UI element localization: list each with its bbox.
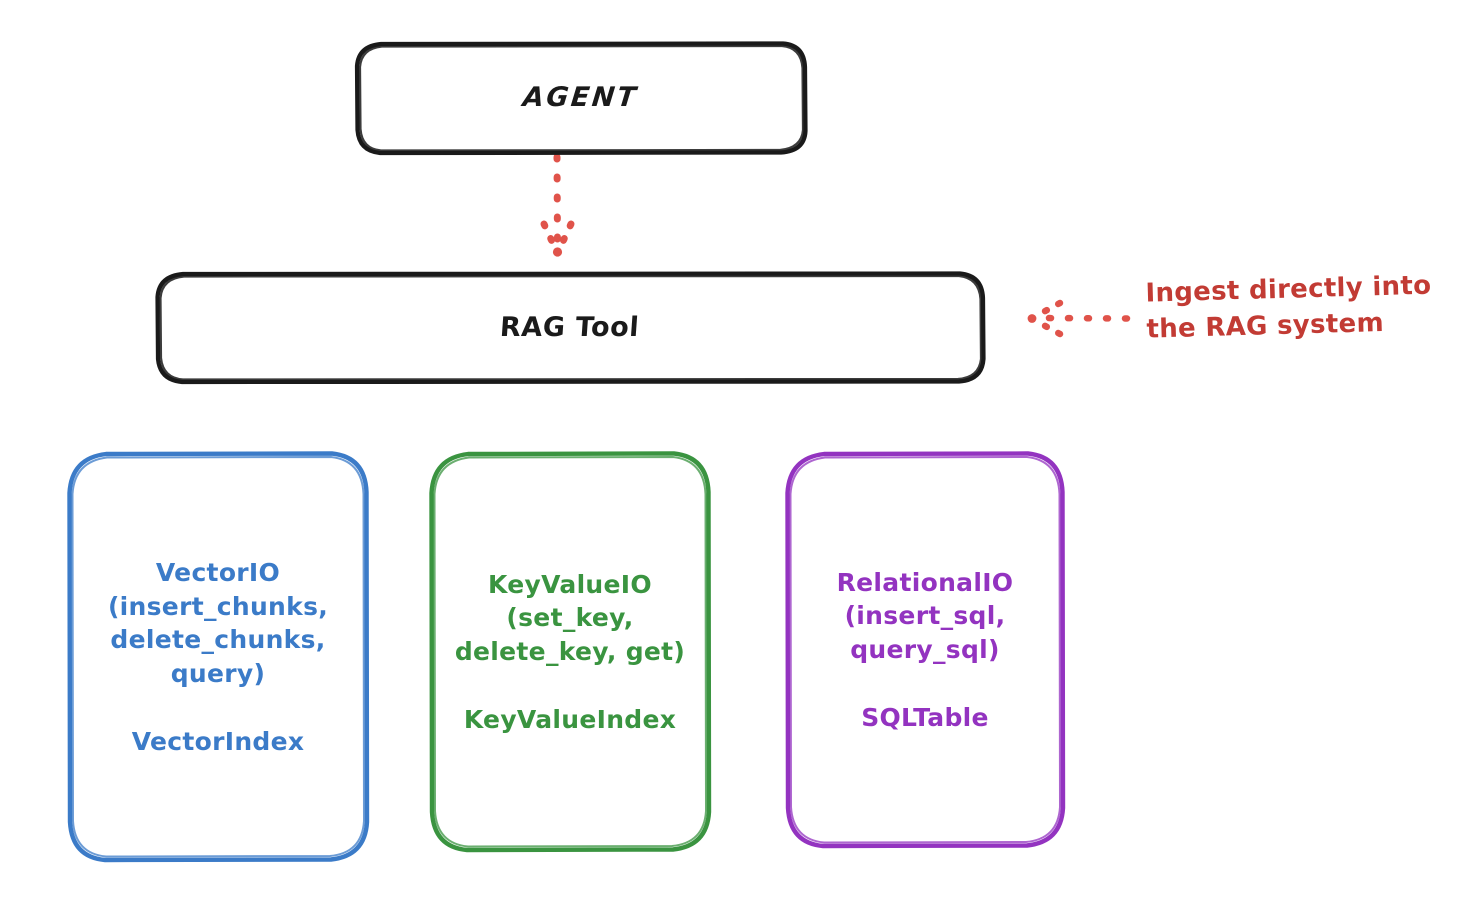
node-vectorio-label: VectorIO (insert_chunks, delete_chunks, … [107,557,329,756]
node-agent-label: AGENT [521,82,641,114]
keyvalueio-box-outline [429,451,712,853]
node-keyvalueio[interactable]: KeyValueIO (set_key, delete_key, get) Ke… [428,450,712,854]
dotted-down-arrow-icon [540,153,575,257]
node-keyvalueio-label: KeyValueIO (set_key, delete_key, get) Ke… [454,569,686,734]
rag-tool-box-outline [155,271,986,385]
relationalio-box-outline [785,451,1066,849]
annotation-ingest-directly: Ingest directly into the RAG system [1022,271,1472,372]
node-agent[interactable]: AGENT [354,41,808,156]
agent-box-outline [354,41,808,156]
node-rag-tool-label: RAG Tool [499,311,641,343]
dotted-left-arrow-icon [1027,299,1131,338]
node-relationalio-label: RelationalIO (insert_sql, query_sql) SQL… [836,567,1014,732]
node-relationalio[interactable]: RelationalIO (insert_sql, query_sql) SQL… [784,450,1066,850]
vectorio-box-outline [67,451,370,863]
node-vectorio[interactable]: VectorIO (insert_chunks, delete_chunks, … [66,450,370,864]
connector-agent-to-rag-tool [500,152,620,277]
node-rag-tool[interactable]: RAG Tool [155,271,986,385]
annotation-ingest-text: Ingest directly into the RAG system [1145,270,1432,345]
